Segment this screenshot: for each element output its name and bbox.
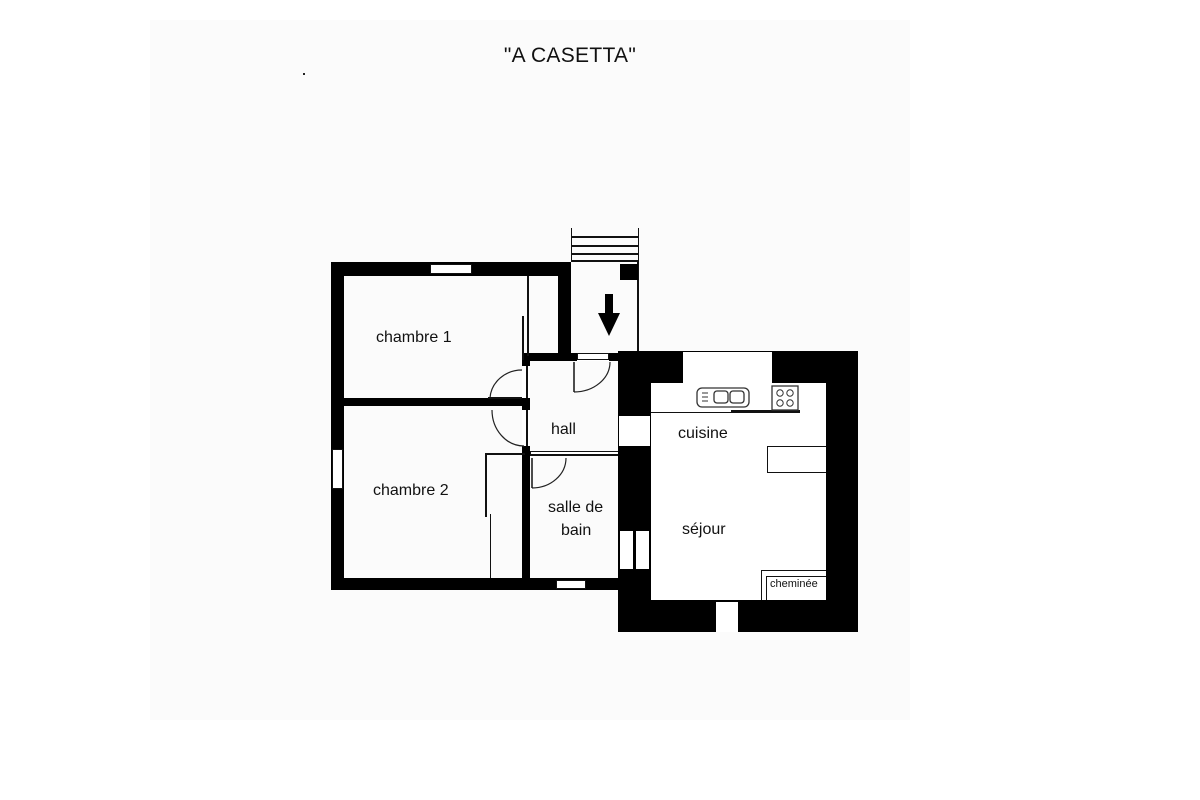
door-swing-ch1	[488, 369, 523, 399]
wall-right-right	[826, 351, 858, 632]
room-label-chambre1: chambre 1	[376, 329, 452, 346]
stove-icon	[771, 385, 799, 411]
wall-closet-right	[558, 262, 571, 360]
room-label-sejour: séjour	[682, 521, 726, 538]
door-swing-hall	[573, 361, 611, 393]
window-sejour-left-a	[620, 531, 633, 569]
doorstep-hall-top	[577, 353, 609, 360]
room-label-salle-de-bain-1: salle de	[548, 499, 604, 516]
fireplace	[761, 570, 826, 600]
wall-ch1-ch2	[344, 398, 524, 406]
room-label-cuisine: cuisine	[678, 425, 728, 442]
door-sejour-bottom	[716, 602, 738, 632]
wall-right-bottom	[618, 600, 858, 632]
doorjamb-ch1	[526, 366, 528, 398]
plan-title: "A CASETTA"	[503, 44, 637, 67]
kitchen-counter	[651, 383, 800, 413]
wall-right-inner-cutout	[651, 383, 826, 600]
room-label-chambre2: chambre 2	[373, 482, 449, 499]
closet-line-ch2a	[485, 453, 487, 517]
kitchen-island	[767, 446, 826, 473]
room-label-salle-de-bain-2: bain	[561, 522, 592, 539]
stairs-icon	[571, 228, 639, 262]
room-label-cheminee: cheminée	[770, 578, 818, 590]
wall-right-left	[618, 351, 651, 632]
window-chambre2	[332, 449, 343, 489]
porch-line-right	[637, 262, 639, 354]
closet-line-ch2b	[490, 514, 491, 578]
door-swing-ch2	[491, 409, 525, 447]
arrow-down-icon	[598, 294, 620, 336]
wall-hall-left	[522, 356, 530, 590]
wall-bottom-left	[331, 578, 621, 590]
porch-post	[620, 264, 638, 280]
window-bathroom	[556, 580, 586, 589]
window-sejour-left-b	[636, 531, 649, 569]
wall-left	[331, 262, 344, 590]
speck	[303, 73, 305, 75]
sink-icon	[696, 387, 750, 408]
door-hall-sejour	[619, 416, 650, 446]
room-label-hall: hall	[551, 421, 576, 438]
wall-hall-top	[522, 353, 622, 361]
closet-line-ch1a	[527, 276, 529, 356]
window-kitchen	[683, 352, 772, 383]
closet-line-ch2-top	[485, 453, 525, 455]
door-swing-bath	[531, 457, 567, 489]
wall-hall-bath-inner	[531, 452, 619, 454]
doorjamb-ch2	[526, 410, 528, 446]
window-chambre1	[430, 264, 472, 274]
closet-line-ch1b	[522, 316, 524, 360]
